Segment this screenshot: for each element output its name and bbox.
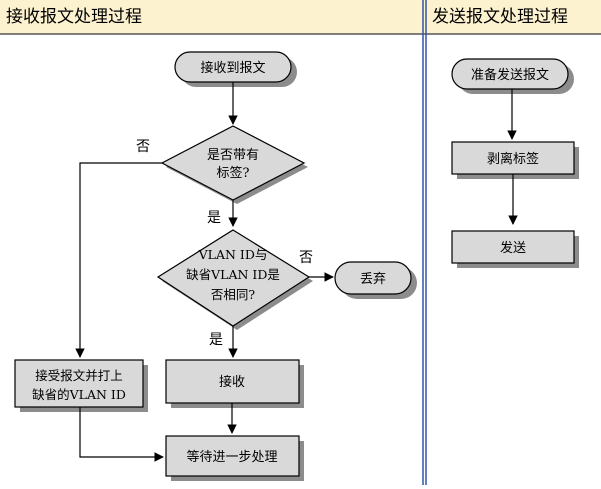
arrow-no-tag: [75, 162, 162, 358]
arrow-accept-to-wait: [79, 407, 164, 462]
decision-vlan-line3: 否相同?: [211, 287, 256, 302]
send-node-label: 发送: [500, 240, 526, 256]
label-no-vlan: 否: [299, 250, 313, 266]
start-node-label: 接收到报文: [200, 60, 265, 76]
receive-lane-title: 接收报文处理过程: [6, 7, 142, 27]
decision-vlan-line2: 缺省VLAN ID是: [186, 267, 280, 282]
wait-node: [165, 435, 300, 477]
label-no-tag: 否: [136, 139, 150, 155]
send-lane-title: 发送报文处理过程: [432, 7, 568, 27]
receive-node: [165, 359, 300, 404]
wait-node-label: 等待进一步处理: [186, 449, 277, 465]
lane-header-band: [0, 0, 601, 34]
accept-tag-line1: 接受报文并打上: [35, 368, 123, 383]
label-yes-tag: 是: [207, 210, 221, 226]
discard-node: [334, 261, 412, 295]
decision-tag: [160, 125, 306, 201]
decision-tag-line2: 标签?: [217, 165, 250, 181]
prepare-node-label: 准备发送报文: [471, 67, 549, 83]
discard-node-label: 丢弃: [360, 272, 386, 287]
strip-node-label: 剥离标签: [487, 151, 539, 167]
decision-vlan-line1: VLAN ID与: [198, 247, 268, 262]
receive-node-label: 接收: [219, 374, 245, 390]
accept-tag-line2: 缺省的VLAN ID: [32, 387, 126, 402]
send-node: [451, 230, 575, 264]
decision-tag-line1: 是否带有: [207, 148, 259, 163]
prepare-node: [451, 58, 569, 90]
accept-tag-node: [14, 359, 144, 408]
label-yes-vlan: 是: [209, 332, 223, 348]
